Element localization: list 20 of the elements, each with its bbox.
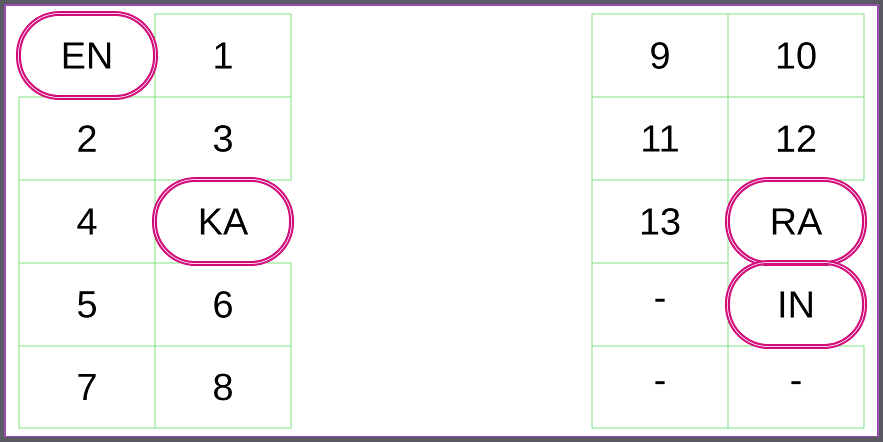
grid-cell: 9 bbox=[592, 14, 728, 98]
grid-cell: 6 bbox=[154, 262, 292, 346]
pill-badge: EN bbox=[16, 10, 158, 100]
grid-cell: 13 bbox=[592, 180, 728, 264]
grid-cell: 11 bbox=[592, 96, 728, 180]
grid-cell: - bbox=[592, 346, 728, 428]
pill-badge: RA bbox=[724, 176, 868, 266]
grid-cell: 12 bbox=[728, 96, 864, 180]
grid-cell: 10 bbox=[728, 14, 864, 98]
grid-cell: - bbox=[728, 346, 864, 428]
pill-badge: IN bbox=[724, 260, 868, 350]
grid-cell: 2 bbox=[18, 96, 156, 180]
grid-cell: - bbox=[592, 262, 728, 346]
pill-badge: KA bbox=[152, 176, 294, 266]
grid-cell: 4 bbox=[18, 180, 156, 264]
grid-cell: 8 bbox=[154, 346, 292, 428]
grid-cell: 1 bbox=[154, 14, 292, 98]
grid-cell: 3 bbox=[154, 96, 292, 180]
grid-cell: 5 bbox=[18, 262, 156, 346]
grid-cell: 7 bbox=[18, 346, 156, 428]
